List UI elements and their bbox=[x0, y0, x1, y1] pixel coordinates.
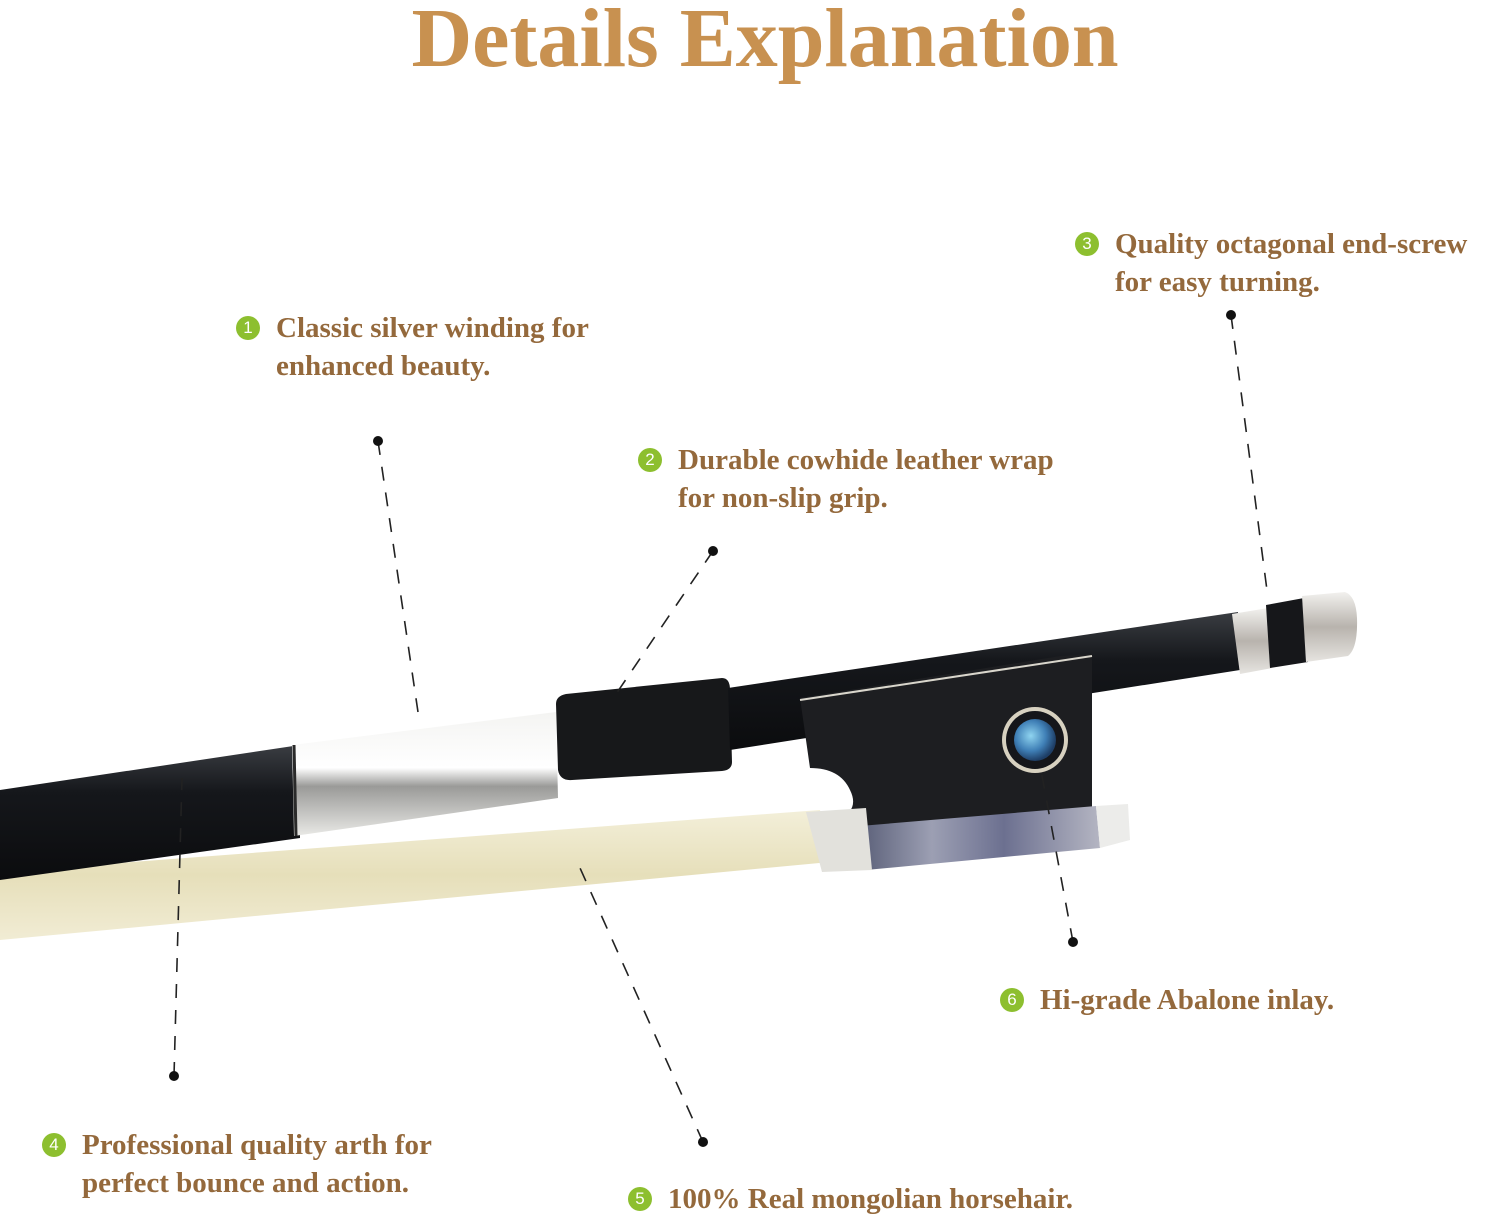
callout-2-line-2: for non-slip grip. bbox=[678, 482, 888, 514]
leather-grip bbox=[556, 678, 732, 781]
stick bbox=[0, 745, 300, 880]
number-badge-1: 1 bbox=[236, 316, 260, 340]
page-title: Details Explanation bbox=[411, 0, 1119, 85]
leader-line-3 bbox=[1230, 314, 1269, 599]
ferrule bbox=[806, 808, 872, 872]
pearl-slide bbox=[860, 806, 1100, 870]
callout-3-line-1: Quality octagonal end-screw bbox=[1115, 228, 1468, 260]
callout-4-line-2: perfect bounce and action. bbox=[82, 1167, 410, 1199]
number-badge-3: 3 bbox=[1075, 232, 1099, 256]
leader-line-5 bbox=[579, 867, 704, 1143]
end-screw bbox=[1232, 608, 1272, 674]
callout-3-line-2: for easy turning. bbox=[1115, 266, 1320, 298]
callout-5-line-1: 100% Real mongolian horsehair. bbox=[668, 1183, 1073, 1215]
callout-4-line-1: Professional quality arth for bbox=[82, 1129, 432, 1161]
leader-line-6 bbox=[1039, 764, 1074, 943]
silver-winding bbox=[292, 712, 558, 836]
frog bbox=[800, 654, 1092, 860]
number-badge-2: 2 bbox=[638, 448, 662, 472]
callout-2-line-1: Durable cowhide leather wrap bbox=[678, 444, 1054, 476]
number-badge-5: 5 bbox=[628, 1187, 652, 1211]
horsehair bbox=[0, 810, 830, 940]
leader-line-2 bbox=[611, 550, 714, 701]
number-badge-6: 6 bbox=[1000, 988, 1024, 1012]
callout-6-line-1: Hi-grade Abalone inlay. bbox=[1040, 984, 1335, 1016]
callout-1-line-2: enhanced beauty. bbox=[276, 350, 491, 382]
number-badge-4: 4 bbox=[42, 1133, 66, 1157]
callout-1-line-1: Classic silver winding for bbox=[276, 312, 589, 344]
leader-line-1 bbox=[377, 440, 419, 713]
